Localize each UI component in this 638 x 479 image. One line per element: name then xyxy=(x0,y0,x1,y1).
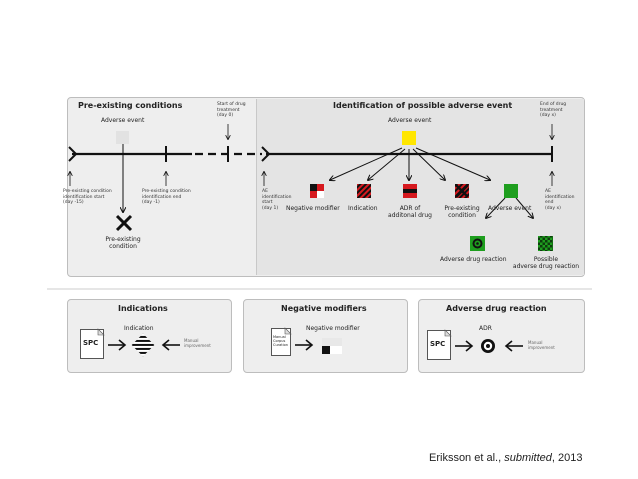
adverse-event-yellow-box xyxy=(402,131,416,145)
adr-outcome-icon xyxy=(470,236,485,251)
adverse-event-outcome-label: Adverse event xyxy=(488,205,532,212)
preexisting-adverse-event-label: Adverse event xyxy=(101,117,145,124)
adr-additional-icon xyxy=(403,184,417,198)
preexisting-x-mark xyxy=(115,214,133,232)
preexisting-outcome-icon xyxy=(455,184,469,198)
adr-title: Adverse drug reaction xyxy=(446,304,547,313)
indications-spc-doc: SPC xyxy=(80,329,104,359)
preexisting-title: Pre-existing conditions xyxy=(78,101,183,110)
preexisting-adverse-box xyxy=(116,131,129,144)
possible-adr-icon xyxy=(538,236,553,251)
adr-target-icon xyxy=(481,339,495,353)
negative-modifiers-label: Negative modifier xyxy=(306,325,360,332)
adverse-event-green-icon xyxy=(504,184,518,198)
negative-modifiers-panel xyxy=(243,299,408,373)
indications-title: Indications xyxy=(118,304,168,313)
identification-adverse-event-label: Adverse event xyxy=(388,117,432,124)
indication-icon xyxy=(357,184,371,198)
adr-outcome-label: Adverse drug reaction xyxy=(440,256,507,263)
negative-modifier-icon xyxy=(310,184,324,198)
indications-label: Indication xyxy=(124,325,154,332)
indications-striped-icon xyxy=(131,333,155,357)
negative-modifier-label: Negative modifier xyxy=(286,205,340,212)
identification-title: Identification of possible adverse event xyxy=(333,101,513,110)
negative-modifiers-icon xyxy=(322,338,342,354)
citation: Eriksson et al., submitted, 2013 xyxy=(429,452,583,464)
timeline-start-chevron xyxy=(68,146,78,162)
indication-label: Indication xyxy=(348,205,378,212)
negative-modifiers-title: Negative modifiers xyxy=(281,304,367,313)
adr-label: ADR xyxy=(479,325,492,332)
